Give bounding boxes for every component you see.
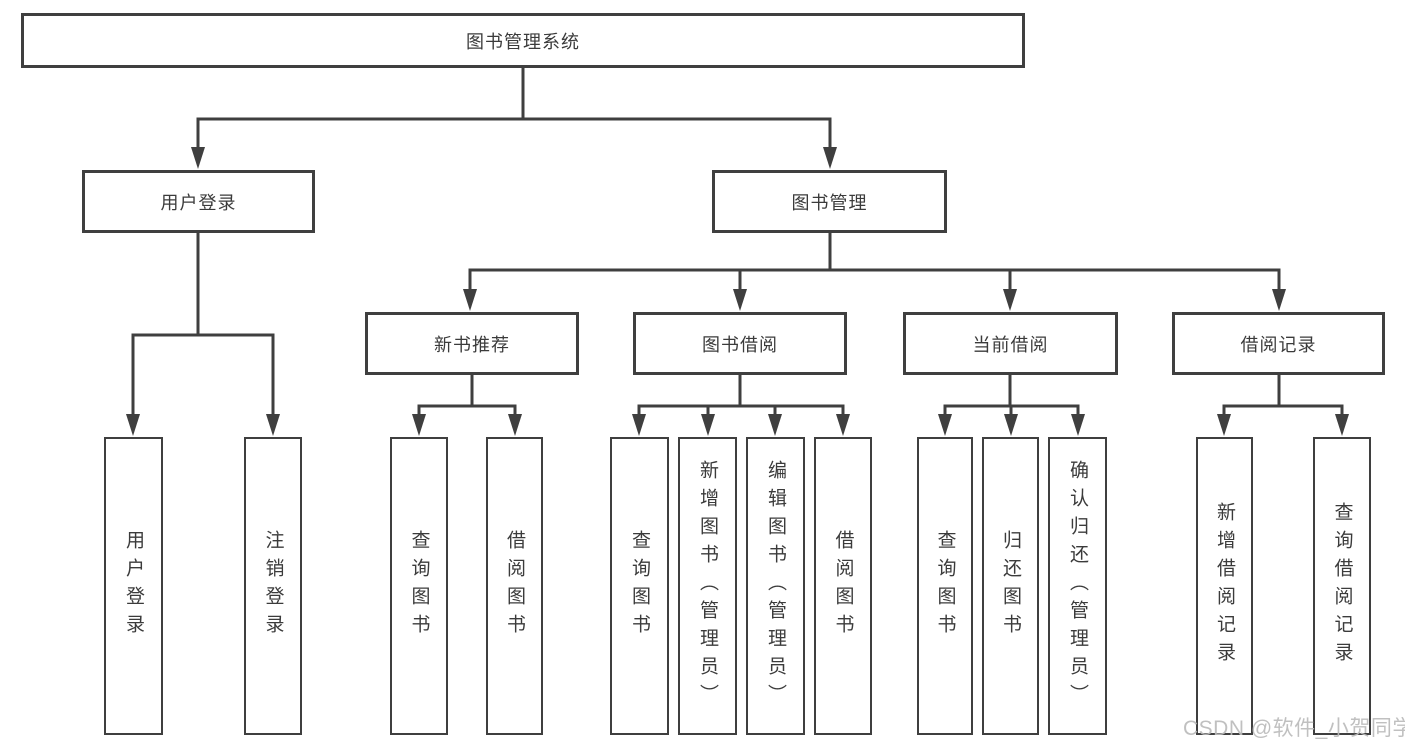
node-label: 图书管理系统	[466, 31, 580, 52]
node-label: 确认归还（管理员）	[1067, 460, 1088, 712]
node-leaf-query-books-borrow: 查询图书	[610, 437, 669, 735]
node-label: 归还图书	[1000, 530, 1021, 642]
node-label: 查询图书	[629, 530, 650, 642]
node-leaf-borrow-books: 借阅图书	[814, 437, 872, 735]
node-label: 新增图书（管理员）	[697, 460, 718, 712]
node-label: 用户登录	[123, 530, 144, 642]
node-label: 新书推荐	[434, 334, 510, 355]
arrowheads	[126, 147, 1349, 436]
node-leaf-borrow-books-recommend: 借阅图书	[486, 437, 543, 735]
node-leaf-query-books-recommend: 查询图书	[390, 437, 448, 735]
node-label: 查询借阅记录	[1331, 502, 1353, 670]
node-leaf-add-books-admin: 新增图书（管理员）	[678, 437, 737, 735]
node-root-library-system: 图书管理系统	[21, 13, 1025, 68]
node-user-login: 用户登录	[82, 170, 315, 233]
node-leaf-add-borrow-record: 新增借阅记录	[1196, 437, 1253, 735]
node-book-borrowing: 图书借阅	[633, 312, 847, 375]
node-current-borrowing: 当前借阅	[903, 312, 1118, 375]
node-label: 图书管理	[791, 192, 868, 213]
node-label: 查询图书	[934, 530, 956, 642]
node-leaf-logout: 注销登录	[244, 437, 302, 735]
node-leaf-query-books-current: 查询图书	[917, 437, 973, 735]
node-label: 编辑图书（管理员）	[765, 460, 786, 712]
node-label: 注销登录	[262, 530, 284, 642]
node-label: 借阅记录	[1240, 334, 1317, 355]
node-label: 新增借阅记录	[1214, 502, 1235, 670]
node-label: 当前借阅	[972, 334, 1049, 355]
node-book-management: 图书管理	[712, 170, 947, 233]
csdn-watermark: CSDN @软件_小贺同学	[1183, 717, 1405, 740]
node-borrowing-records: 借阅记录	[1172, 312, 1385, 375]
node-label: 查询图书	[408, 530, 430, 642]
node-label: 图书借阅	[702, 334, 778, 355]
node-label: 借阅图书	[832, 530, 854, 642]
node-leaf-return-books: 归还图书	[982, 437, 1039, 735]
node-new-book-recommendation: 新书推荐	[365, 312, 579, 375]
node-label: 借阅图书	[504, 530, 525, 642]
node-leaf-query-borrow-record: 查询借阅记录	[1313, 437, 1371, 735]
node-leaf-confirm-return-admin: 确认归还（管理员）	[1048, 437, 1107, 735]
node-leaf-user-login: 用户登录	[104, 437, 163, 735]
node-leaf-edit-books-admin: 编辑图书（管理员）	[746, 437, 805, 735]
node-label: 用户登录	[160, 192, 237, 213]
